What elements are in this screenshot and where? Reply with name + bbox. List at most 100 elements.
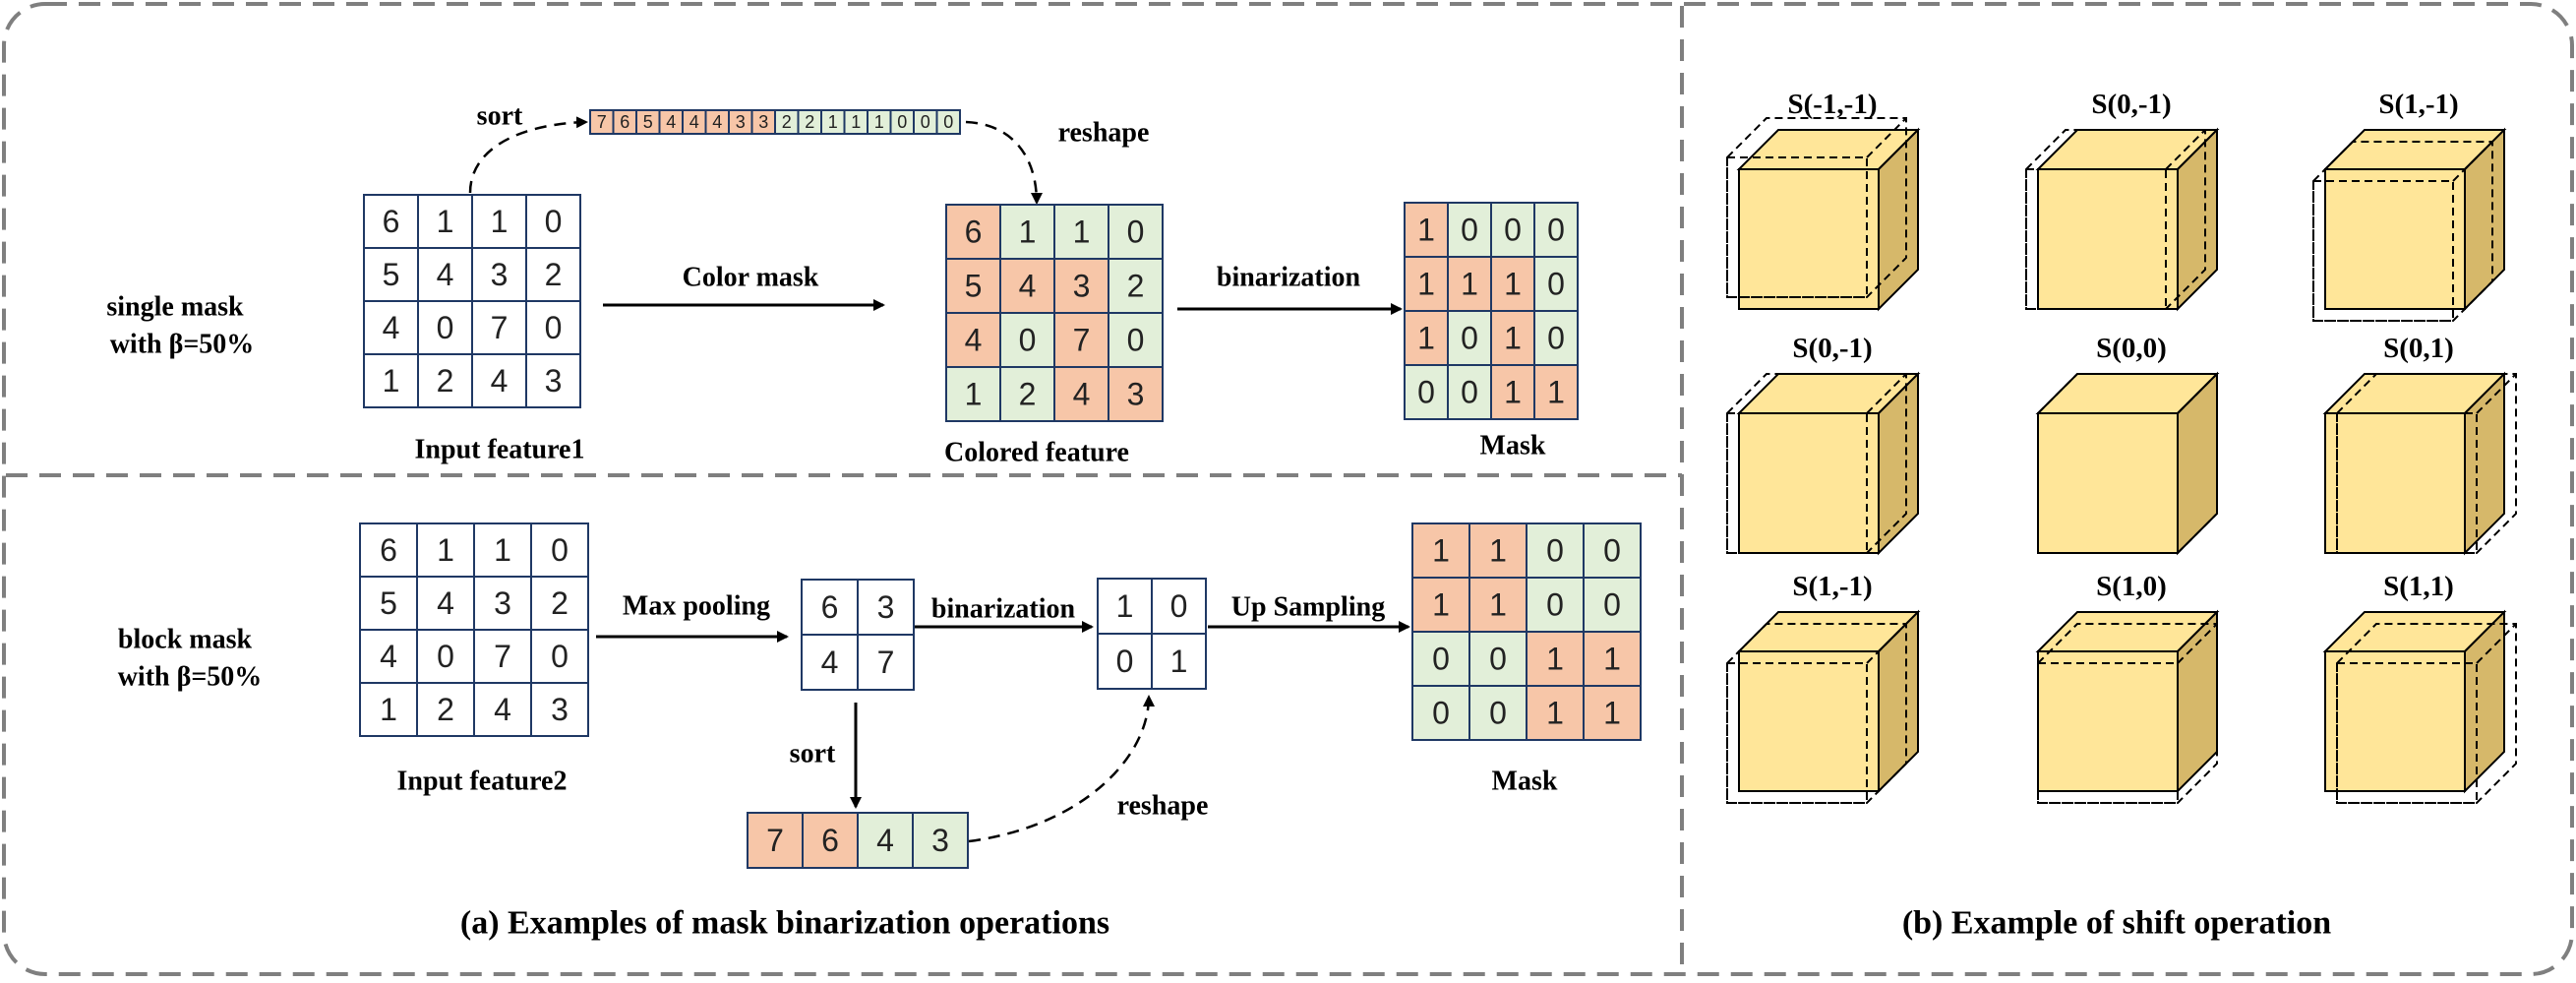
shift-cube: S(1,-1) (2312, 89, 2507, 322)
row2-binary-grid-cell-value: 0 (1170, 588, 1188, 624)
row1-mask-label: Mask (1480, 431, 1546, 461)
row2-mask-grid-cell (1583, 577, 1642, 633)
shift-cube: S(0,-1) (1726, 333, 1921, 556)
row1-input-grid-cell-value: 2 (545, 257, 563, 292)
cube-shifted-outline (2312, 141, 2493, 322)
row2-input-grid-cell-value: 5 (380, 585, 397, 621)
row2-input-grid-cell-value: 0 (551, 639, 569, 674)
row1-input-grid-cell (525, 194, 581, 249)
row2-mask-grid-cell (1583, 685, 1642, 741)
row1-colored-grid-cell (1108, 366, 1164, 422)
row1-input-grid-cell (417, 194, 473, 249)
cube-shifted-front (1726, 412, 1868, 554)
row2-mask-grid-cell (1411, 631, 1470, 687)
cube-shifted-front (2037, 662, 2179, 804)
row2-sorted-strip-cell-value: 4 (876, 823, 894, 858)
row1-mask-grid-cell (1490, 202, 1535, 258)
row1-side-label-line2: with β=50% (110, 330, 255, 360)
cube-label: S(0,0) (2096, 333, 2167, 364)
row1-input-grid-cell (525, 353, 581, 408)
row2-input-grid-cell-value: 4 (494, 692, 511, 727)
row1-input-grid-cell (417, 300, 473, 355)
cube-front-face (2037, 412, 2179, 554)
row2-sorted-strip-cell (747, 812, 804, 869)
row1-colored-grid-cell-value: 4 (1073, 377, 1091, 412)
row1-input-grid-cell-value: 1 (383, 363, 400, 399)
row2-binarization-label: binarization (931, 594, 1076, 625)
row1-colored-label: Colored feature (944, 438, 1129, 468)
row1-mask-grid-cell-value: 0 (1504, 213, 1522, 248)
row1-reshape-arrow (965, 120, 1043, 205)
row2-pooled-grid-cell (801, 634, 859, 691)
row2-mask-grid-cell (1526, 631, 1585, 687)
row1-input-label: Input feature1 (415, 435, 585, 465)
row1-input-grid-cell-value: 4 (437, 257, 454, 292)
shift-cube: S(0,0) (2035, 333, 2220, 556)
row1-colored-grid-cell-value: 7 (1073, 323, 1091, 358)
row2-input-grid-cell (359, 682, 418, 737)
row1-sorted-strip-cell-value: 5 (643, 112, 653, 132)
row1-input-grid-cell-value: 3 (545, 363, 563, 399)
row1-colored-grid-cell (945, 258, 1001, 314)
row2-sorted-strip-cell (857, 812, 914, 869)
row2-input-grid-cell-value: 2 (437, 692, 454, 727)
row2-input-grid-cell (416, 629, 475, 684)
row2-side-label-line1: block mask (118, 625, 253, 655)
cube-shifted-outline (2336, 623, 2517, 804)
row1-sorted-strip-cell-value: 4 (689, 112, 699, 132)
row2-mask-grid-cell-value: 0 (1546, 533, 1564, 569)
row2-input-grid-cell-value: 7 (494, 639, 511, 674)
row2-mask-grid-cell-value: 0 (1489, 696, 1507, 731)
row2-input-grid-cell (359, 522, 418, 578)
shift-cube: S(1,-1) (1726, 571, 1921, 804)
row1-sorted-strip-cell-value: 2 (782, 112, 792, 132)
row2-input-grid-cell (530, 576, 589, 631)
row2-sorted-strip-cell-value: 3 (931, 823, 949, 858)
row1-input-grid-cell (471, 353, 527, 408)
row1-sorted-strip-cell-value: 7 (597, 112, 607, 132)
cube-shifted-outline (2025, 129, 2206, 310)
row1-mask-grid-cell (1490, 256, 1535, 312)
row1-mask-grid-cell-value: 1 (1461, 267, 1478, 302)
row1-sorted-strip-cell-value: 6 (620, 112, 629, 132)
row1-sorted-strip-cell-value: 2 (805, 112, 814, 132)
panel-b-caption: (b) Example of shift operation (1902, 905, 2331, 942)
row1-input-grid-cell-value: 7 (491, 310, 509, 345)
row1-mask-grid-cell-value: 1 (1417, 321, 1435, 356)
row1-sorted-strip-cell-value: 3 (736, 112, 746, 132)
cube-label: S(1,0) (2096, 571, 2167, 602)
cube-front-face (1738, 168, 1880, 310)
row1-sorted-strip-cell-value: 0 (897, 112, 907, 132)
row2-mask-grid-cell-value: 0 (1432, 642, 1450, 677)
panel-a-caption: (a) Examples of mask binarization operat… (460, 905, 1109, 942)
row2-mask-grid-cell (1411, 685, 1470, 741)
cube-label: S(0,1) (2383, 333, 2454, 364)
row2-pooled-grid-cell (857, 634, 915, 691)
row1-input-grid-cell (417, 247, 473, 302)
row1-input-grid-cell-value: 4 (491, 363, 509, 399)
cube-shifted-front (1726, 662, 1868, 804)
row1-colored-grid-cell-value: 1 (1019, 215, 1037, 250)
row1-input-grid-cell-value: 1 (491, 204, 509, 239)
row1-sorted-strip-cell-value: 4 (666, 112, 676, 132)
row1-input-grid-cell-value: 0 (437, 310, 454, 345)
row1-mask-grid-cell-value: 0 (1547, 213, 1565, 248)
row2-mask-grid-cell-value: 1 (1546, 696, 1564, 731)
row1-sort-label: sort (477, 101, 523, 132)
row1-mask-grid-cell (1404, 364, 1449, 420)
row1-colored-grid-cell-value: 4 (1019, 269, 1037, 304)
row1-binarization-label: binarization (1217, 263, 1361, 293)
row2-input-label: Input feature2 (397, 767, 568, 797)
row2-mask-grid-cell-value: 1 (1432, 587, 1450, 623)
row1-input-grid-cell-value: 6 (383, 204, 400, 239)
cube-front-face (2324, 650, 2466, 792)
row2-binary-grid-cell-value: 0 (1116, 644, 1134, 679)
